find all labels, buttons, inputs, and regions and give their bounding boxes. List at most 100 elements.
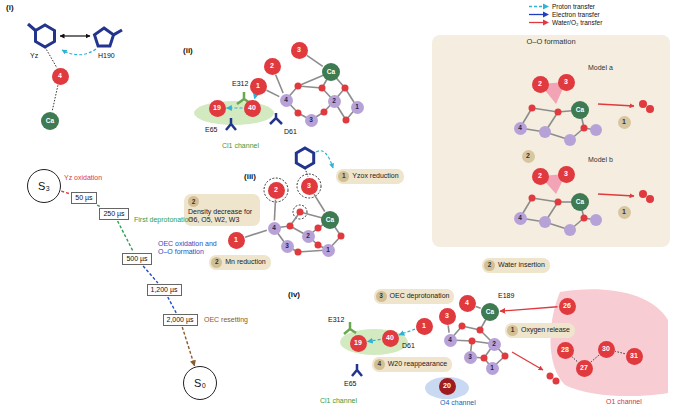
oxygen-atom: 30 <box>598 341 615 358</box>
hydrogen-bond <box>615 351 625 353</box>
oxo-atoms <box>529 100 655 222</box>
manganese-atoms <box>539 124 602 236</box>
density-ring <box>297 174 321 198</box>
dioxygen <box>639 190 647 198</box>
dioxygen <box>646 195 654 203</box>
oxygen-atom: 3 <box>291 42 308 59</box>
timeline-arrow <box>118 221 134 252</box>
step-text: Density decrease for O6, O5, W2, W3 <box>188 208 256 224</box>
panel-label: (ii) <box>183 46 193 55</box>
annotation-label: Yz <box>30 52 38 60</box>
ring-substituent <box>114 30 123 35</box>
atom-number: 40 <box>248 104 256 112</box>
manganese-atom: 3 <box>281 240 294 253</box>
atom-number: Ca <box>576 198 584 205</box>
time-label: 1,200 µs <box>151 286 178 293</box>
atom-number: 30 <box>602 345 610 353</box>
oxygen-atom <box>321 109 328 116</box>
step-number: 2 <box>188 196 199 207</box>
oxygen-atom <box>295 249 302 256</box>
proton-transfer-arrow <box>316 151 333 168</box>
atom-number: 3 <box>564 78 568 86</box>
oxygen-atom: 2 <box>532 168 549 185</box>
oxygen-atom <box>295 110 302 117</box>
cluster-bonds <box>520 108 596 230</box>
dioxygen <box>553 378 560 385</box>
atom-number: Ca <box>46 117 54 124</box>
manganese-atom: 2 <box>328 95 341 108</box>
oxygen-atom <box>555 199 562 206</box>
atom-number: 4 <box>272 224 276 231</box>
step-label: 1Oxygen release <box>505 323 575 338</box>
annotation-label: OEC resetting <box>204 316 248 324</box>
bond <box>532 198 558 202</box>
step-number: 2 <box>211 257 222 268</box>
annotation-label: D61 <box>402 342 415 350</box>
channel-shading <box>194 101 274 125</box>
atom-number: 4 <box>518 214 522 221</box>
legend-entry: Proton transfer <box>528 3 595 10</box>
annotation-label: Model a <box>588 64 613 72</box>
oxygen-atom: 2 <box>532 76 549 93</box>
water-transfer-arrow <box>500 307 558 311</box>
channel-shading <box>340 329 408 355</box>
atom-number: 2 <box>492 340 496 347</box>
density-ring <box>264 178 288 202</box>
legend-line <box>529 6 544 7</box>
atom-number: Ca <box>486 308 494 315</box>
step-number: 1 <box>338 171 349 182</box>
channel-shading <box>425 377 469 399</box>
legend-text: Water/O₂ transfer <box>552 19 602 26</box>
atom-number: 3 <box>307 182 311 190</box>
residue-stick <box>352 364 362 376</box>
atom-number: 4 <box>518 124 522 131</box>
oxygen-atom <box>315 225 322 232</box>
annotation-label: OEC oxidation and O–O formation <box>158 240 226 256</box>
oxygen-atom <box>295 83 302 90</box>
oxygen-atom: 20 <box>439 378 456 395</box>
panel-label: (i) <box>6 3 14 12</box>
timeline-arrow <box>168 297 177 313</box>
legend-arrow <box>528 3 550 10</box>
manganese-atom: 4 <box>444 334 457 347</box>
annotation-label: E312 <box>328 316 344 324</box>
oxygen-atom <box>342 85 349 92</box>
time-label: 2,000 µs <box>167 316 194 323</box>
step-label: 2Density decrease for O6, O5, W2, W3 <box>184 194 260 226</box>
atom-number: 26 <box>563 302 571 310</box>
annotation-label: First deprotonation <box>134 216 192 224</box>
atom-number: 3 <box>564 170 568 178</box>
manganese-atom: 3 <box>305 114 318 127</box>
proton-transfer-arrow <box>255 95 256 99</box>
model-panel: 23Ca4123Ca412O–O formation <box>432 35 670 247</box>
oxygen-atom: 3 <box>301 178 318 195</box>
atom-number: 20 <box>443 382 451 390</box>
calcium-atom: Ca <box>481 303 499 321</box>
oxygen-atom: 3 <box>439 308 456 325</box>
manganese-atom: 4 <box>514 212 527 225</box>
legend-arrow-head <box>543 4 549 10</box>
atom-number: 2 <box>306 232 310 239</box>
oxygen-atom: 27 <box>576 360 593 377</box>
atom-number: Ca <box>326 216 334 223</box>
step-text: OEC deprotonation <box>390 292 450 300</box>
step-badge: 1 <box>618 116 631 129</box>
hydrogen-bond <box>572 357 577 362</box>
metal-oxygen-bond <box>314 194 325 211</box>
atom-number: 1 <box>355 103 359 110</box>
step-number: 2 <box>484 260 495 271</box>
oxygen-atom <box>319 85 326 92</box>
atom-number: 1 <box>256 82 260 90</box>
bond <box>532 108 558 112</box>
cluster-bonds <box>450 312 505 368</box>
oxygen-atom <box>555 109 562 116</box>
residue-stick <box>226 118 236 130</box>
annotation-label: O4 channel <box>440 399 476 407</box>
step-number: 4 <box>374 359 385 370</box>
atom-number: 2 <box>274 186 278 194</box>
bond <box>298 86 322 88</box>
oxygen-atom <box>581 125 588 132</box>
